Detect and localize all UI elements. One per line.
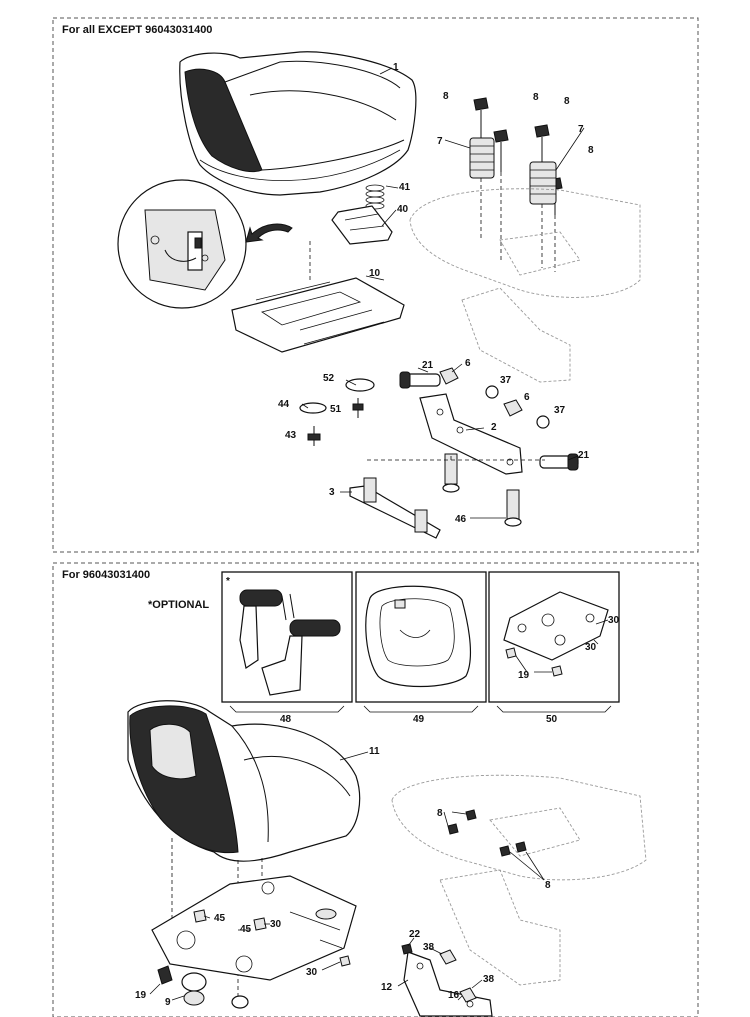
seat-plate-icon <box>231 240 405 353</box>
seat-plate-icon <box>503 591 609 661</box>
callout-1: 1 <box>393 62 399 73</box>
callout-16: 16 <box>448 990 460 1001</box>
callout-30: 30 <box>585 642 597 653</box>
seat-icon <box>179 51 417 196</box>
optional-marker: * <box>226 576 230 587</box>
callout-44: 44 <box>278 399 290 410</box>
callout-30: 30 <box>270 919 282 930</box>
optional-label: *OPTIONAL <box>148 599 209 611</box>
callout-38: 38 <box>483 974 495 985</box>
callout-12: 12 <box>381 982 393 993</box>
callout-11: 11 <box>369 746 380 757</box>
seat-icon <box>365 585 471 688</box>
callout-8: 8 <box>533 92 539 103</box>
callout-51: 51 <box>330 404 342 415</box>
detail-magnifier-icon <box>117 179 247 309</box>
callout-19: 19 <box>518 670 530 681</box>
callout-45: 45 <box>240 924 252 935</box>
nut-icon <box>299 367 550 429</box>
arrow-icon <box>245 223 293 243</box>
callout-8: 8 <box>545 880 551 891</box>
callout-9: 9 <box>165 997 171 1008</box>
upper-section-frame <box>52 17 699 553</box>
callout-6: 6 <box>524 392 530 403</box>
callout-46: 46 <box>455 514 467 525</box>
callout-7: 7 <box>437 136 443 147</box>
callout-30: 30 <box>608 615 620 626</box>
armrest-icon <box>239 589 341 696</box>
callout-21: 21 <box>422 360 434 371</box>
callout-8: 8 <box>443 91 449 102</box>
lower-section-frame <box>52 562 699 1017</box>
option-box-49 <box>355 571 487 703</box>
option-box-48 <box>221 571 353 703</box>
spring-icon <box>469 137 557 205</box>
callout-43: 43 <box>285 430 297 441</box>
option-box-50 <box>488 571 620 703</box>
callout-49: 49 <box>413 714 425 725</box>
callout-52: 52 <box>323 373 335 384</box>
callout-41: 41 <box>399 182 411 193</box>
callout-8: 8 <box>437 808 443 819</box>
callout-40: 40 <box>397 204 409 215</box>
callout-50: 50 <box>546 714 558 725</box>
lower-section-title: For 96043031400 <box>62 569 150 581</box>
upper-section-title: For all EXCEPT 96043031400 <box>62 24 212 36</box>
callout-22: 22 <box>409 929 421 940</box>
callout-37: 37 <box>554 405 566 416</box>
callout-8: 8 <box>588 145 594 156</box>
callout-45: 45 <box>214 913 226 924</box>
seat-icon <box>127 700 361 862</box>
seat-plate-icon <box>151 875 357 981</box>
callout-7: 7 <box>578 124 584 135</box>
callout-6: 6 <box>465 358 471 369</box>
callout-48: 48 <box>280 714 292 725</box>
callout-8: 8 <box>564 96 570 107</box>
spring-icon <box>365 184 385 210</box>
callout-30: 30 <box>306 967 318 978</box>
callout-38: 38 <box>423 942 435 953</box>
callout-21: 21 <box>578 450 590 461</box>
callout-10: 10 <box>369 268 381 279</box>
callout-3: 3 <box>329 487 335 498</box>
callout-2: 2 <box>491 422 497 433</box>
callout-37: 37 <box>500 375 512 386</box>
callout-19: 19 <box>135 990 147 1001</box>
